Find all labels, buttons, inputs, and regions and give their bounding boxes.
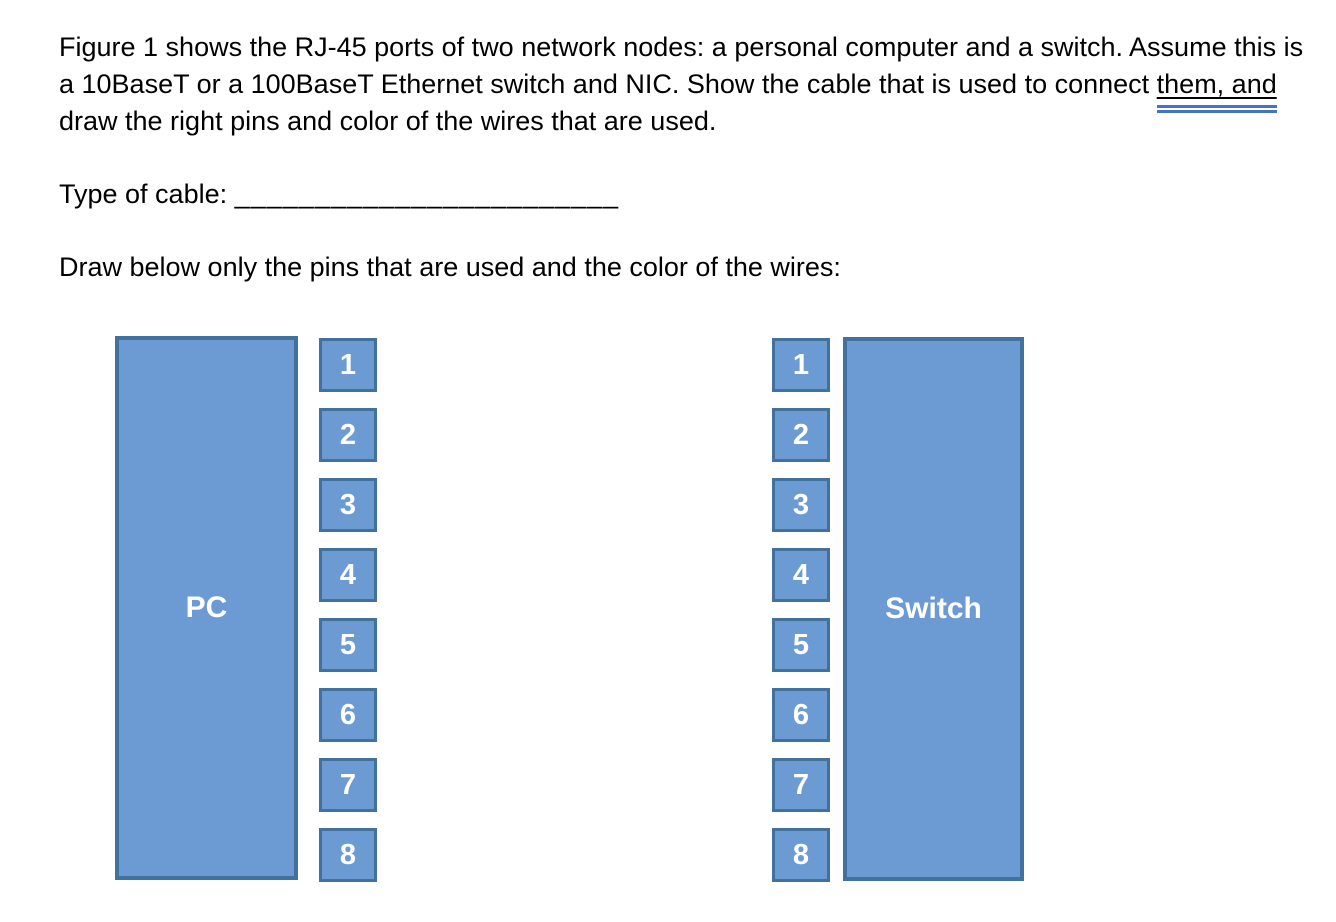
switch-box: Switch xyxy=(843,337,1024,881)
pc-pin-8: 8 xyxy=(319,828,377,882)
switch-pin-3: 3 xyxy=(772,478,830,532)
pc-pin-2: 2 xyxy=(319,408,377,462)
switch-pin-5: 5 xyxy=(772,618,830,672)
question-line-2: a 10BaseT or a 100BaseT Ethernet switch … xyxy=(59,66,1303,113)
underlined-phrase: them, and xyxy=(1156,66,1277,113)
pc-pin-1: 1 xyxy=(319,338,377,392)
type-of-cable-line: Type of cable: ________________________ xyxy=(59,179,619,210)
switch-pin-1: 1 xyxy=(772,338,830,392)
switch-pin-2: 2 xyxy=(772,408,830,462)
pc-pin-7: 7 xyxy=(319,758,377,812)
switch-pin-7: 7 xyxy=(772,758,830,812)
switch-pin-6: 6 xyxy=(772,688,830,742)
question-line-3: draw the right pins and color of the wir… xyxy=(59,103,1303,140)
pc-label: PC xyxy=(185,591,228,624)
question-paragraph: Figure 1 shows the RJ-45 ports of two ne… xyxy=(59,29,1303,140)
switch-label: Switch xyxy=(885,592,982,625)
pc-pin-6: 6 xyxy=(319,688,377,742)
switch-pin-4: 4 xyxy=(772,548,830,602)
question-line-3-text: draw the right pins and color of the wir… xyxy=(59,106,717,136)
pc-pin-3: 3 xyxy=(319,478,377,532)
pc-pin-4: 4 xyxy=(319,548,377,602)
question-line-2-text: a 10BaseT or a 100BaseT Ethernet switch … xyxy=(59,69,1157,99)
switch-pin-8: 8 xyxy=(772,828,830,882)
pc-box: PC xyxy=(115,336,298,880)
type-of-cable-blank: ________________________ xyxy=(234,179,619,209)
pc-pin-5: 5 xyxy=(319,618,377,672)
question-line-1: Figure 1 shows the RJ-45 ports of two ne… xyxy=(59,29,1303,66)
type-of-cable-label: Type of cable: xyxy=(59,179,235,209)
question-line-1-text: Figure 1 shows the RJ-45 ports of two ne… xyxy=(59,32,1304,62)
draw-instruction: Draw below only the pins that are used a… xyxy=(59,252,841,282)
